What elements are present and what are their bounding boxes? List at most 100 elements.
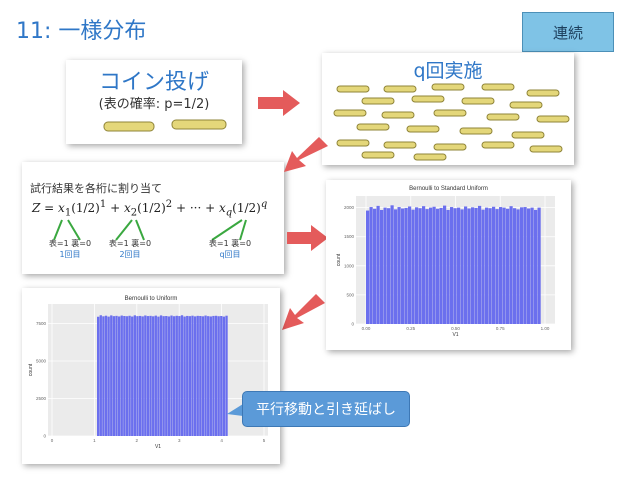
x-axis-label: V1 [155, 444, 161, 450]
x-tick-label: 5 [263, 438, 266, 443]
assignment-caption: 試行結果を各桁に割り当て [30, 182, 162, 195]
histogram-bar [485, 207, 489, 324]
histogram-bar [104, 315, 108, 436]
histogram-bar [193, 316, 197, 436]
coin-icon [481, 141, 515, 149]
histogram-bar [178, 316, 181, 436]
chart-standard-uniform-plot: Bernoulli to Standard Uniform05001000150… [336, 186, 555, 338]
histogram-bar [170, 315, 173, 436]
coin-icon [509, 101, 543, 109]
coin-icon [433, 143, 467, 151]
y-tick-label: 2500 [36, 396, 47, 401]
histogram-bar [102, 316, 105, 436]
coin-pair-icon [103, 119, 227, 132]
histogram-bar [534, 209, 538, 324]
histogram-bar [117, 316, 121, 436]
histogram-bar [390, 205, 394, 324]
category-badge: 連続 [522, 12, 614, 52]
histogram-bar [432, 206, 436, 324]
histogram-bar [397, 207, 401, 324]
histogram-bar [495, 209, 499, 324]
coin-icon [361, 151, 395, 159]
digit-trial-label: q回目 [219, 250, 241, 259]
histogram-bar [506, 208, 510, 324]
histogram-bar [110, 315, 113, 436]
digit-back-label: 裏=0 [231, 239, 252, 248]
histogram-bar [162, 316, 165, 436]
histogram-bar [450, 207, 454, 324]
histogram-bar [186, 315, 189, 436]
histogram-bar [369, 207, 373, 324]
callout-pointer [227, 404, 243, 416]
histogram-bar [380, 209, 384, 324]
histogram-bar [144, 315, 147, 436]
histogram-bar [214, 315, 218, 436]
coin-icon [383, 141, 417, 149]
coin-icon [529, 145, 563, 153]
histogram-bar [513, 208, 517, 324]
chart-title: Bernoulli to Uniform [125, 296, 178, 302]
histogram-bar [492, 206, 496, 324]
histogram-bar [201, 316, 205, 436]
histogram-bar [99, 315, 102, 436]
coin-toss-title: コイン投げ [98, 70, 209, 95]
x-tick-label: 3 [178, 438, 181, 443]
coin-icon [336, 139, 370, 147]
histogram-bar [191, 315, 194, 436]
histogram-bar [439, 207, 443, 324]
digit-front-label: 表=1 [208, 239, 229, 248]
histogram-bar [460, 209, 464, 324]
histogram-bar [478, 205, 482, 324]
coin-icon [461, 97, 495, 105]
histogram-bar [523, 207, 527, 324]
digit-assignment-panel [22, 162, 284, 274]
histogram-bar [467, 208, 471, 324]
y-tick-label: 5000 [36, 359, 47, 364]
x-tick-label: 1 [93, 438, 96, 443]
histogram-bar [401, 208, 405, 324]
y-tick-label: 0 [43, 434, 46, 439]
histogram-bar [415, 207, 419, 324]
histogram-bar [128, 315, 131, 436]
histogram-bar [199, 316, 202, 436]
histogram-bar [509, 206, 513, 324]
digit-front-label: 表=1 [48, 239, 69, 248]
coin-icon [459, 127, 493, 135]
histogram-bar [112, 316, 116, 436]
histogram-bar [209, 316, 212, 436]
histogram-bar [471, 207, 475, 324]
coin-icon [526, 89, 560, 97]
y-axis-label: count [28, 363, 34, 376]
coin-icon [413, 153, 447, 161]
histogram-bar [404, 207, 408, 324]
histogram-bar [180, 315, 184, 436]
histogram-bar [453, 208, 457, 324]
histogram-bar [443, 205, 447, 324]
histogram-bar [149, 315, 152, 436]
repeat-label: q回実施 [413, 60, 483, 82]
histogram-bar [408, 206, 412, 324]
histogram-bar [394, 209, 398, 324]
digit-q: 表=1 裏=0 q回目 [200, 238, 260, 260]
histogram-bar [138, 315, 142, 436]
y-tick-label: 7500 [36, 321, 47, 326]
x-axis-label: V1 [452, 332, 458, 338]
x-tick-label: 0 [51, 438, 54, 443]
arrow-right-2 [287, 225, 328, 251]
histogram-bar [123, 316, 126, 436]
histogram-bar [146, 316, 150, 436]
histogram-bar [387, 208, 391, 324]
histogram-bar [188, 316, 192, 436]
x-tick-label: 0.00 [362, 326, 371, 331]
histogram-bar [165, 316, 168, 436]
digit-1: 表=1 裏=0 1回目 [40, 238, 100, 260]
histogram-bar [457, 207, 461, 324]
histogram-bar [107, 316, 110, 436]
histogram-bar [474, 207, 478, 324]
histogram-bar [183, 316, 186, 436]
x-tick-label: 0.75 [496, 326, 505, 331]
coin-icon [486, 113, 520, 121]
y-tick-label: 1000 [344, 263, 355, 268]
coin-icon [356, 123, 390, 131]
